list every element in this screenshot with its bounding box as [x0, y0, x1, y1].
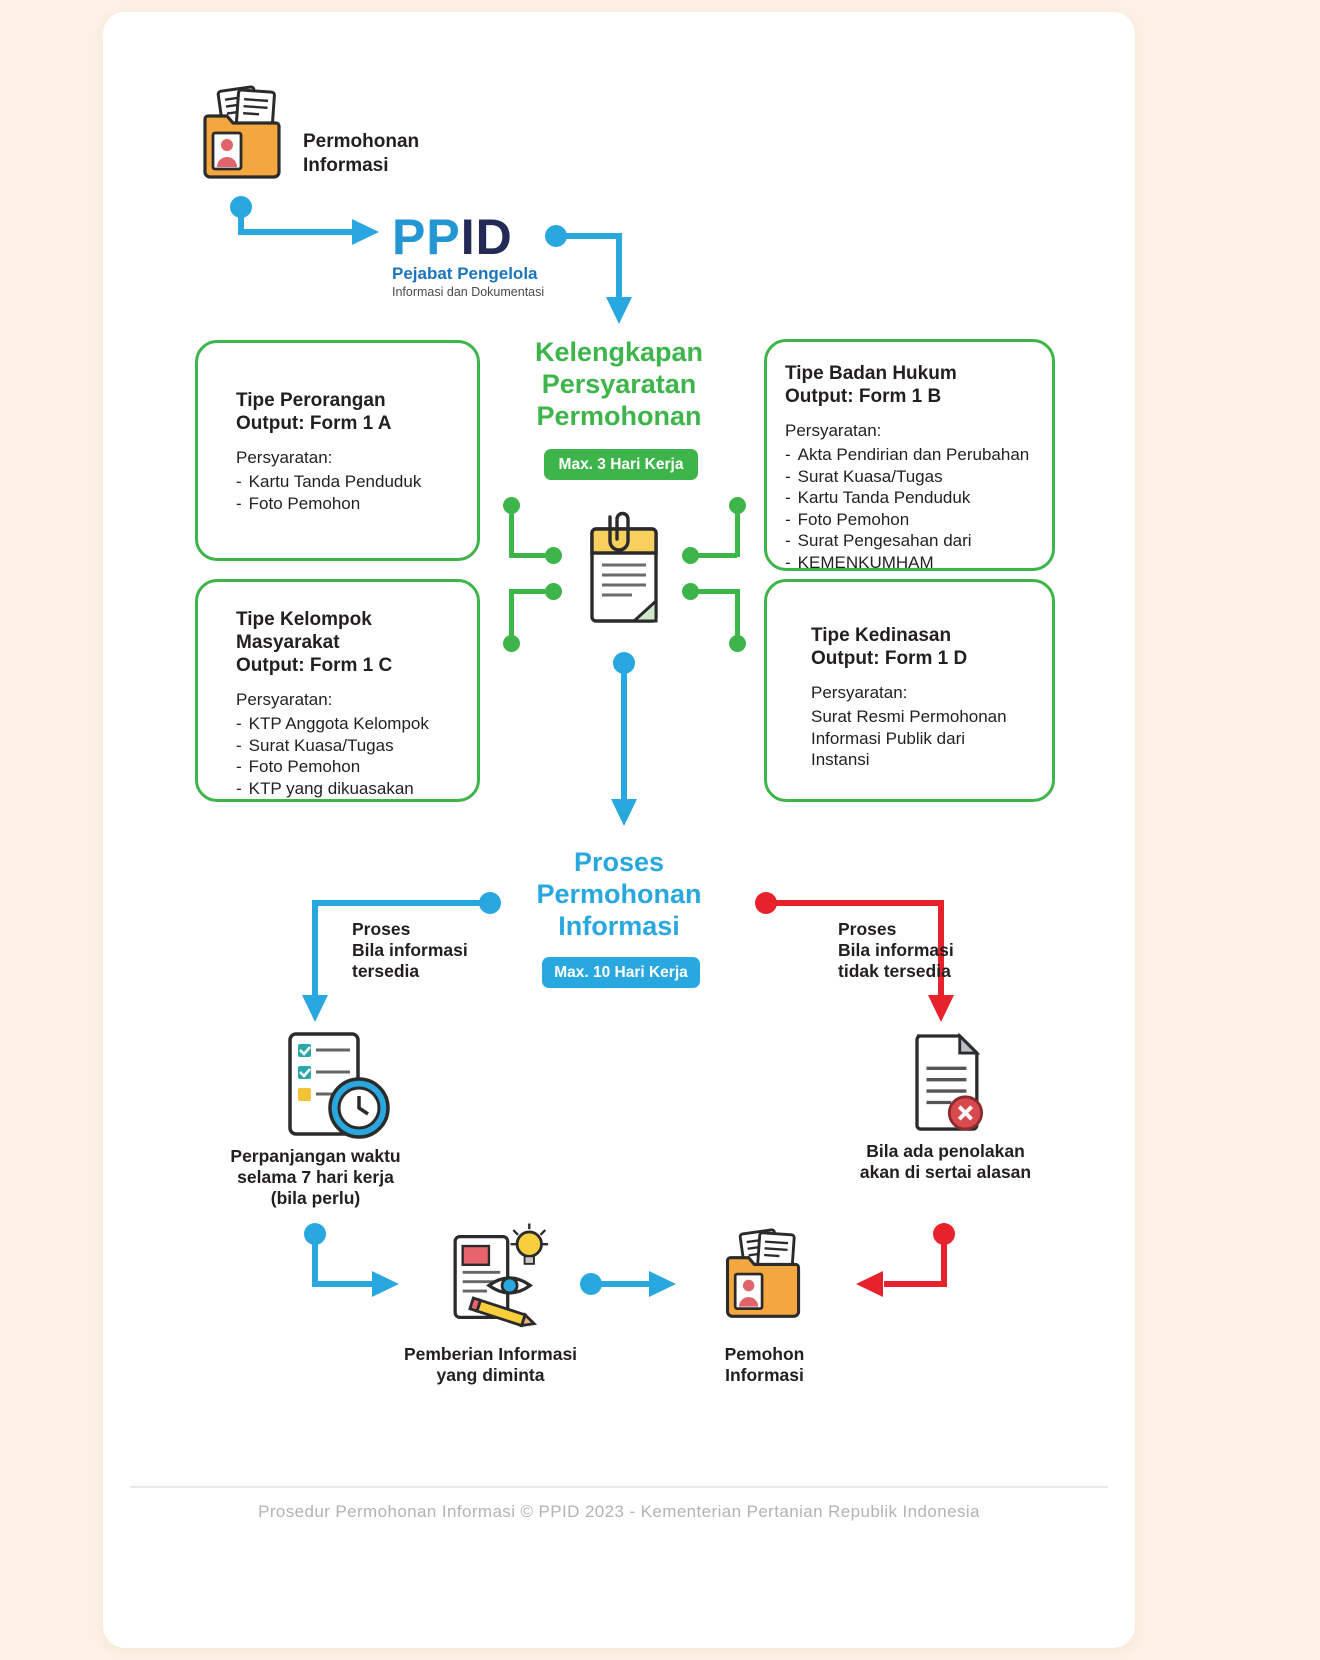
requirement-item: KEMENKUMHAM: [785, 552, 1044, 574]
connector-line: [509, 589, 514, 643]
type-box-title: Tipe Badan Hukum Output: Form 1 B: [785, 363, 957, 407]
request-folder-icon: [193, 83, 293, 185]
stage-requirements-title: Kelengkapan Persyaratan Permohonan: [534, 337, 704, 431]
requirement-item: KTP yang dikuasakan: [236, 778, 461, 800]
connector-dot: [545, 547, 562, 564]
ppid-logo-pp: PP: [392, 209, 461, 265]
type-box-kedinasan: Tipe Kedinasan Output: Form 1 D Persyara…: [764, 579, 1055, 802]
connector-line: [312, 900, 318, 997]
arrow-left-icon: [856, 1271, 883, 1297]
stage-process-title: Proses Permohonan Informasi: [536, 847, 702, 941]
connector-dot: [503, 635, 520, 652]
connector-line: [238, 207, 244, 235]
connector-line: [591, 1281, 653, 1287]
connector-line: [621, 663, 627, 801]
start-label: Permohonan Informasi: [303, 131, 420, 176]
connector-dot: [479, 892, 501, 914]
requirements-label: Persyaratan:: [236, 448, 333, 467]
rejection-document-icon: [898, 1028, 993, 1138]
connector-line: [616, 233, 622, 297]
arrow-right-icon: [649, 1271, 676, 1297]
ppid-logo-id: ID: [460, 209, 513, 265]
requirement-item: Foto Pemohon: [236, 493, 461, 515]
connector-line: [315, 900, 485, 906]
connector-line: [884, 1281, 944, 1287]
connector-dot: [682, 547, 699, 564]
connector-line: [509, 553, 553, 558]
connector-line: [312, 1281, 374, 1287]
time-extension-checklist-clock-icon: [262, 1028, 392, 1143]
stage-process-badge: Max. 10 Hari Kerja: [542, 957, 700, 988]
ppid-logo-word: PPID: [392, 212, 544, 262]
type-box-kelompok: Tipe Kelompok Masyarakat Output: Form 1 …: [195, 579, 480, 802]
arrow-down-icon: [611, 799, 637, 826]
connector-line: [690, 553, 737, 558]
connector-line: [509, 505, 514, 557]
requirements-list: Kartu Tanda PendudukFoto Pemohon: [236, 471, 461, 514]
requirement-item: Foto Pemohon: [236, 756, 461, 778]
requirements-label: Persyaratan:: [811, 683, 908, 702]
branch-unavailable-label: Proses Bila informasi tidak tersedia: [838, 919, 954, 981]
arrow-down-icon: [606, 297, 632, 324]
requirements-document-icon: [566, 504, 676, 636]
connector-line: [509, 589, 553, 594]
connector-dot: [545, 583, 562, 600]
stage-requirements-badge: Max. 3 Hari Kerja: [544, 449, 698, 480]
requirements-list: Akta Pendirian dan PerubahanSurat Kuasa/…: [785, 444, 1044, 573]
requirement-item: Surat Kuasa/Tugas: [236, 735, 461, 757]
requirements-list: KTP Anggota KelompokSurat Kuasa/TugasFot…: [236, 713, 461, 799]
connector-line: [690, 589, 737, 594]
arrow-down-icon: [928, 995, 954, 1022]
requester-folder-icon: [716, 1226, 812, 1324]
connector-line: [312, 1234, 318, 1287]
type-box-perorangan: Tipe Perorangan Output: Form 1 A Persyar…: [195, 340, 480, 561]
requirement-item: Surat Pengesahan dari: [785, 530, 1044, 552]
information-delivery-icon: [433, 1216, 558, 1338]
connector-line: [766, 900, 941, 906]
branch-available-label: Proses Bila informasi tersedia: [352, 919, 468, 981]
connector-line: [556, 233, 622, 239]
connector-line: [941, 1234, 947, 1287]
type-box-badan-hukum: Tipe Badan Hukum Output: Form 1 B Persya…: [764, 339, 1055, 573]
footer-text: Prosedur Permohonan Informasi © PPID 202…: [258, 1502, 980, 1521]
arrow-down-icon: [302, 995, 328, 1022]
connector-line: [938, 900, 944, 997]
connector-line: [238, 229, 356, 235]
requirement-item: Akta Pendirian dan Perubahan: [785, 444, 1044, 466]
footer-divider: [130, 1486, 1108, 1488]
ppid-logo-subtitle1: Pejabat Pengelola: [392, 264, 538, 283]
requirements-label: Persyaratan:: [785, 421, 882, 440]
requirements-label: Persyaratan:: [236, 690, 333, 709]
requirement-item: Kartu Tanda Penduduk: [236, 471, 461, 493]
delivery-caption: Pemberian Informasi yang diminta: [403, 1344, 578, 1385]
connector-dot: [729, 635, 746, 652]
type-box-title: Tipe Kedinasan Output: Form 1 D: [811, 625, 968, 669]
connector-line: [735, 505, 740, 557]
type-box-title: Tipe Kelompok Masyarakat Output: Form 1 …: [236, 609, 393, 676]
requirement-item: Surat Kuasa/Tugas: [785, 466, 1044, 488]
arrow-right-icon: [352, 219, 379, 245]
connector-line: [735, 589, 740, 643]
ppid-logo-subtitle2: Informasi dan Dokumentasi: [392, 285, 545, 299]
requirements-text: Surat Resmi Permohonan Informasi Publik …: [811, 707, 1007, 769]
ppid-logo: PPID Pejabat Pengelola Informasi dan Dok…: [392, 212, 545, 299]
arrow-right-icon: [372, 1271, 399, 1297]
requirement-item: KTP Anggota Kelompok: [236, 713, 461, 735]
extension-caption: Perpanjangan waktu selama 7 hari kerja (…: [230, 1146, 401, 1208]
rejection-caption: Bila ada penolakan akan di sertai alasan: [859, 1141, 1032, 1182]
requester-caption: Pemohon Informasi: [724, 1344, 805, 1385]
type-box-title: Tipe Perorangan Output: Form 1 A: [236, 390, 392, 434]
requirement-item: Foto Pemohon: [785, 509, 1044, 531]
requirement-item: Kartu Tanda Penduduk: [785, 487, 1044, 509]
